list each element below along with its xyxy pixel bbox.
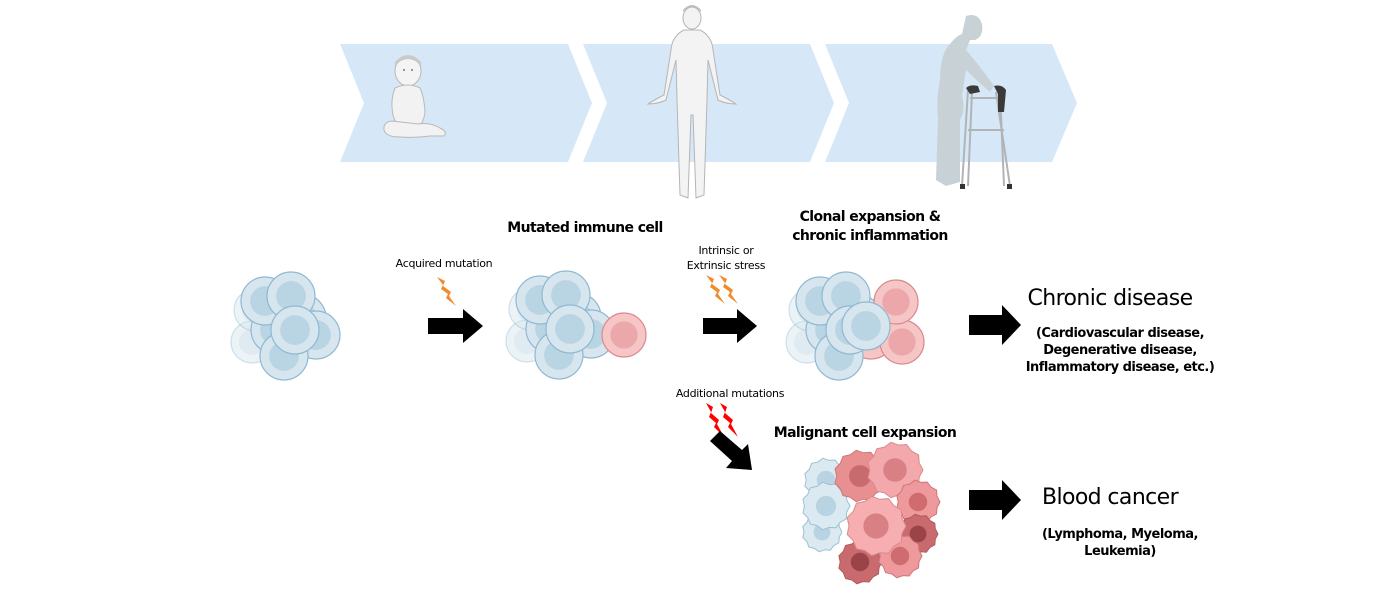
immune-cell (841, 301, 891, 351)
arrow-diagonal-icon (710, 431, 752, 470)
stress-label: Intrinsic or Extrinsic stress (670, 243, 782, 273)
clonal-expansion-title: Clonal expansion & chronic inflammation (775, 208, 965, 246)
arrow-right-icon (703, 309, 757, 343)
acquired-mutation-label: Acquired mutation (395, 257, 493, 270)
chevron-infant (340, 44, 592, 162)
clonal-title-line1: Clonal expansion & (799, 209, 941, 225)
immune-cell (534, 330, 584, 380)
malignant-cell (896, 479, 941, 525)
healthy-cell-cluster (230, 271, 341, 381)
blood-cancer-details: (Lymphoma, Myeloma, Leukemia) (1020, 526, 1220, 560)
elderly-with-walker-icon (936, 15, 1012, 189)
clonal-title-line2: chronic inflammation (792, 228, 948, 244)
immune-cell (545, 304, 595, 354)
cancer-detail-line: (Lymphoma, Myeloma, (1041, 527, 1199, 542)
chronic-disease-title: Chronic disease (1027, 286, 1193, 311)
arrow-right-icon (969, 305, 1021, 345)
lightning-bolt-icon (437, 277, 456, 306)
arrow-right-icon (428, 309, 483, 343)
double-red-lightning-bolt-icon (706, 403, 738, 437)
cancer-detail-line: Leukemia) (1084, 544, 1156, 559)
double-lightning-bolt-icon (706, 275, 738, 304)
baby-icon (383, 55, 446, 138)
mutated-cell (879, 319, 925, 365)
additional-mutations-label: Additional mutations (675, 387, 785, 400)
stress-label-line2: Extrinsic stress (686, 259, 766, 272)
chronic-detail-line: Inflammatory disease, etc.) (1025, 360, 1215, 375)
clonal-expansion-cluster (785, 271, 925, 381)
malignant-cell (846, 495, 907, 557)
arrow-right-icon (969, 480, 1021, 520)
blood-cancer-title: Blood cancer (1041, 485, 1179, 510)
chronic-detail-line: (Cardiovascular disease, (1035, 326, 1205, 341)
stress-label-line1: Intrinsic or (698, 244, 754, 257)
adult-body-icon (646, 5, 738, 199)
immune-cell (270, 305, 320, 355)
mutated-cell (601, 312, 647, 358)
chevron-adult (583, 44, 834, 162)
chronic-detail-line: Degenerative disease, (1043, 343, 1197, 358)
chronic-disease-details: (Cardiovascular disease, Degenerative di… (1010, 325, 1230, 376)
malignant-cell-cluster (802, 441, 941, 585)
malignant-expansion-title: Malignant cell expansion (773, 425, 957, 441)
mutated-cell-cluster (505, 270, 647, 380)
mutated-cell-title: Mutated immune cell (507, 220, 663, 236)
